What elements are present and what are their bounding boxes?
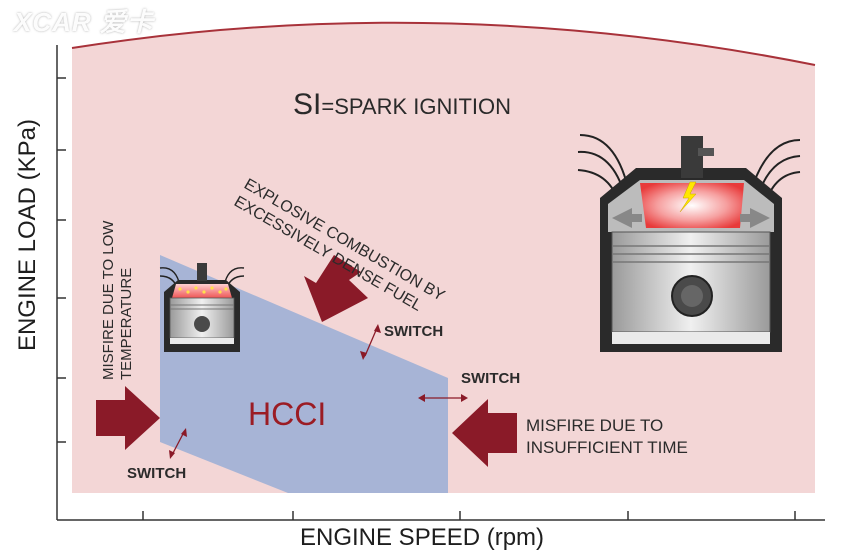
switch-label-right: SWITCH xyxy=(461,370,521,387)
switch-label-lower: SWITCH xyxy=(127,465,187,482)
hcci-engine-cylinder-icon xyxy=(159,263,245,352)
switch-arrow-2-icon xyxy=(418,394,468,402)
x-axis xyxy=(57,511,825,521)
y-axis-label: ENGINE LOAD (KPa) xyxy=(14,118,41,352)
si-expansion: =SPARK IGNITION xyxy=(321,94,512,119)
misfire-low-temperature-label: MISFIRE DUE TO LOW TEMPERATURE xyxy=(100,220,135,380)
misfire-insufficient-time-label: MISFIRE DUE TO INSUFFICIENT TIME xyxy=(526,416,688,457)
x-axis-label: ENGINE SPEED (rpm) xyxy=(300,524,545,551)
si-region-top-border xyxy=(71,21,816,66)
arrow-down-explosive-icon xyxy=(304,255,368,322)
si-abbrev: SI xyxy=(293,88,322,121)
switch-arrow-1-icon xyxy=(360,324,381,360)
hcci-region-label: HCCI xyxy=(248,396,327,432)
watermark-logo: XCAR 爱卡 xyxy=(14,7,154,37)
si-engine-cylinder-icon xyxy=(577,134,801,352)
switch-arrow-3-icon xyxy=(169,428,187,459)
arrow-left-misfire-icon xyxy=(96,386,160,450)
arrow-right-misfire-icon xyxy=(452,399,517,467)
si-region-label: SI=SPARK IGNITION xyxy=(293,88,511,122)
y-axis xyxy=(56,45,66,520)
switch-label-upper: SWITCH xyxy=(384,323,444,340)
